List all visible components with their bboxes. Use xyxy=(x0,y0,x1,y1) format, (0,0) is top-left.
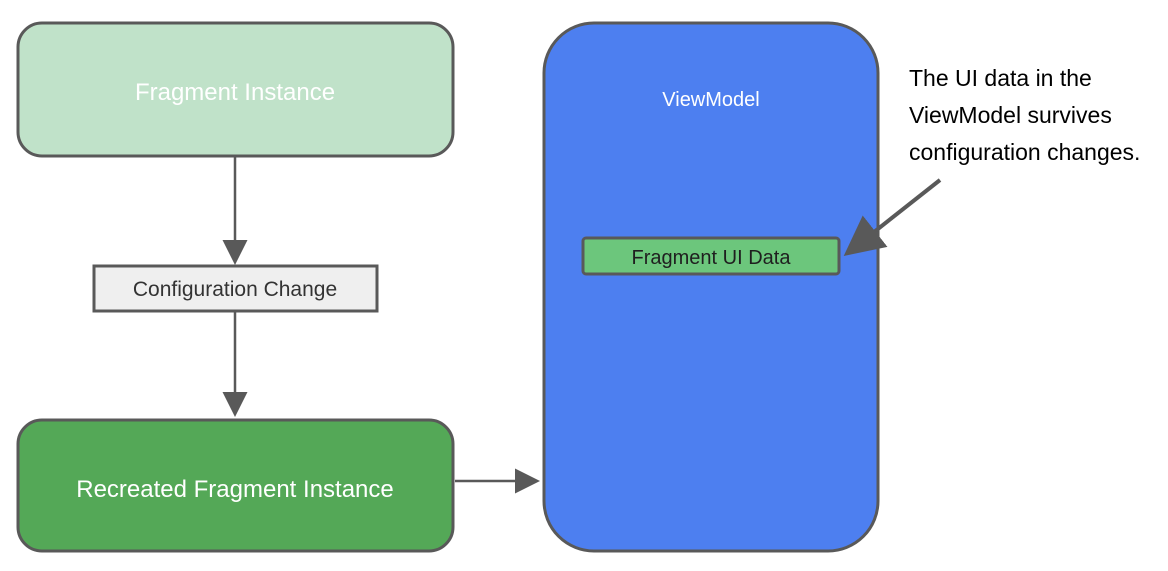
configuration-change-label: Configuration Change xyxy=(133,278,337,301)
fragment-instance-node: Fragment Instance xyxy=(16,21,455,158)
viewmodel-node: ViewModel xyxy=(542,21,880,553)
annotation-text: The UI data in the ViewModel survives co… xyxy=(909,65,1140,165)
fragment-ui-data-label: Fragment UI Data xyxy=(632,247,792,269)
fragment-ui-data-node: Fragment UI Data xyxy=(581,236,841,276)
annotation-arrow xyxy=(843,178,942,256)
viewmodel-label: ViewModel xyxy=(662,89,759,111)
viewmodel-box xyxy=(542,21,880,553)
annotation-line-3: configuration changes. xyxy=(909,139,1140,165)
fragment-instance-label: Fragment Instance xyxy=(135,79,335,106)
recreated-fragment-instance-box xyxy=(16,418,455,553)
annotation-line-2: ViewModel survives xyxy=(909,102,1112,128)
configuration-change-box xyxy=(92,264,379,313)
fragment-instance-box xyxy=(16,21,455,158)
recreated-fragment-instance-label: Recreated Fragment Instance xyxy=(76,476,394,503)
annotation-line-1: The UI data in the xyxy=(909,65,1092,91)
fragment-ui-data-box xyxy=(581,236,841,276)
recreated-fragment-instance-node: Recreated Fragment Instance xyxy=(16,418,455,553)
configuration-change-node: Configuration Change xyxy=(92,264,379,313)
